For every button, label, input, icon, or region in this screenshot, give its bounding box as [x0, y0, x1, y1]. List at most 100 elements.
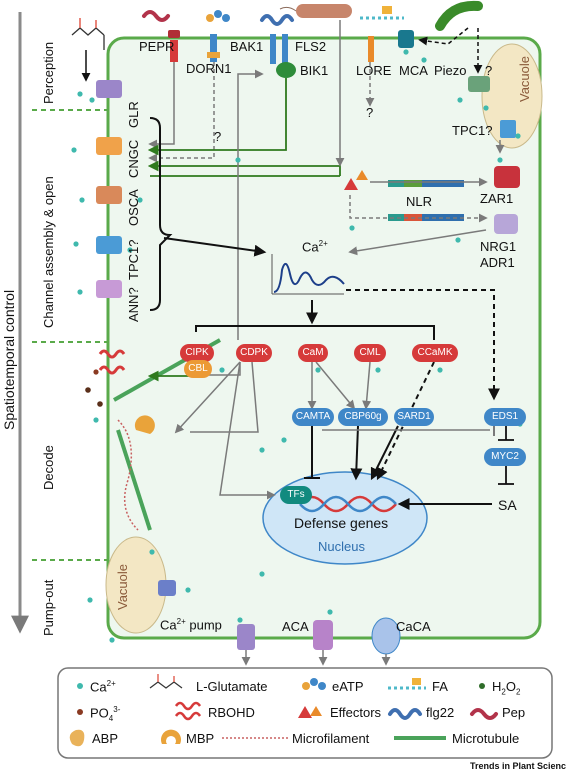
flg22-icon [260, 14, 294, 26]
ca-signature-plot [271, 254, 345, 295]
ca-eds1-arrow [346, 289, 500, 401]
legend-fa-icon [388, 678, 426, 690]
po4-dots [93, 369, 99, 375]
tpc1-label: TPC1? [126, 239, 141, 280]
legend-po4-icon [77, 709, 83, 715]
legend-rbohd-label: RBOHD [208, 705, 255, 720]
cdpk-tf-arrow [219, 361, 276, 500]
decoder-bracket [195, 325, 435, 340]
bik1-arrow [147, 78, 287, 156]
ccamk-pill: CCaMK [412, 344, 458, 362]
nlr-label: NLR [406, 194, 433, 209]
cbl-pill: CBL [184, 360, 212, 378]
glr-label: GLR [126, 101, 141, 128]
dorn1-arrow [148, 62, 215, 163]
legend-pep-label: Pep [502, 705, 526, 720]
pepr-label: PEPR [139, 39, 175, 54]
legend-abp-label: ABP [92, 731, 119, 746]
eatp-icon [206, 10, 230, 22]
legend-microtubule-label: Microtubule [452, 731, 520, 746]
microfilament [117, 419, 139, 531]
bik1-label: BIK1 [300, 63, 329, 78]
cngc-label: CNGC [126, 139, 141, 178]
lore-receptor [368, 36, 374, 62]
vacuole-tpc1-label: TPC1? [452, 123, 493, 138]
herbivore-mca-arrow [418, 27, 469, 46]
legend-effectors-label: Effectors [330, 705, 382, 720]
legend-microfilament-label: Microfilament [292, 731, 370, 746]
journal-credit: Trends in Plant Science [470, 761, 566, 771]
legend-abp-icon [69, 729, 85, 747]
legend-fa-label: FA [432, 679, 448, 694]
rbohd-enzyme [98, 349, 126, 375]
legend-flg22-label: flg22 [426, 705, 455, 720]
pepr-receptor [168, 30, 180, 62]
osca-channel [96, 186, 122, 204]
dorn1-label: DORN1 [186, 61, 232, 76]
phase-decode: Decode [41, 445, 56, 490]
legend-h2o2-label: H2O2 [492, 679, 521, 697]
effector-nlr-arrow [349, 195, 488, 223]
osca-label: OSCA [126, 189, 141, 226]
cdpk-pill: CDPK [236, 344, 272, 362]
glutamate-molecule [71, 18, 105, 50]
cdpk-feedback-arrow [237, 69, 264, 340]
legend-ca-icon [77, 683, 83, 689]
ca-ion-dots [71, 49, 523, 643]
defense-genes-label: Defense genes [294, 515, 389, 531]
sa-label: SA [498, 497, 517, 513]
cml-pill: CML [354, 344, 386, 362]
fls2-label: FLS2 [295, 39, 327, 54]
legend-mbp-icon [161, 729, 181, 744]
effector-triangles [344, 170, 368, 190]
cbp60g-pill: CBP60g [338, 408, 388, 426]
cbp60g-arrow [350, 425, 363, 481]
dna-strand [299, 495, 397, 513]
ann-label: ANN? [126, 287, 141, 322]
cdpk-cytoskeleton-arrow [174, 361, 241, 434]
legend-ca-label: Ca2+ [90, 679, 116, 695]
camta-pill: CAMTA [292, 408, 334, 426]
nrg1-adr1-channel [494, 214, 518, 234]
legend-rbohd-icon [174, 701, 202, 721]
adr1-label: ADR1 [480, 255, 515, 270]
legend-glutamate-label: L-Glutamate [196, 679, 268, 694]
tfs-pill: TFs [280, 486, 312, 504]
cam-pill: CaM [298, 344, 328, 362]
spatiotemporal-label: Spatiotemporal control [1, 289, 17, 430]
vacuole-bottom-label: Vacuole [115, 563, 130, 610]
h2o2-dots [85, 387, 103, 407]
mca-label: MCA [399, 63, 428, 78]
legend-po4-label: PO43- [90, 705, 121, 723]
cdpk-mbp-link [190, 361, 259, 433]
tpc1-channel [96, 236, 122, 254]
legend-effectors-icon [298, 706, 322, 718]
mbp-protein [134, 415, 155, 434]
ann-channel [96, 280, 122, 298]
piezo-channel [468, 76, 490, 92]
caca-label: CaCA [396, 619, 431, 634]
pepr-arrow [148, 62, 175, 149]
nucleus-label: Nucleus [318, 539, 365, 554]
aca-pump [313, 620, 333, 650]
channel-bracket [149, 117, 173, 311]
fa-icon [360, 6, 404, 20]
pep-peptide-icon [142, 10, 170, 22]
channel-to-ca-arrow [163, 237, 267, 257]
lore-label: LORE [356, 63, 392, 78]
vacuole-top-label: Vacuole [517, 55, 532, 102]
dorn1-question: ? [214, 129, 222, 144]
piezo-label: Piezo [434, 63, 467, 78]
zar1-label: ZAR1 [480, 191, 514, 206]
eds1-pill: EDS1 [484, 408, 526, 426]
sard1-pill: SARD1 [394, 408, 434, 426]
phase-channel: Channel assembly & open [41, 176, 56, 328]
legend-eatp-label: eATP [332, 679, 364, 694]
vacuole-top [481, 43, 543, 149]
nrg1-to-ca-arrow [348, 229, 487, 256]
legend-glutamate-icon [149, 674, 183, 689]
piezo-question: ? [485, 63, 493, 78]
legend-h2o2-icon [479, 683, 485, 689]
bacterium-icon [279, 4, 352, 18]
